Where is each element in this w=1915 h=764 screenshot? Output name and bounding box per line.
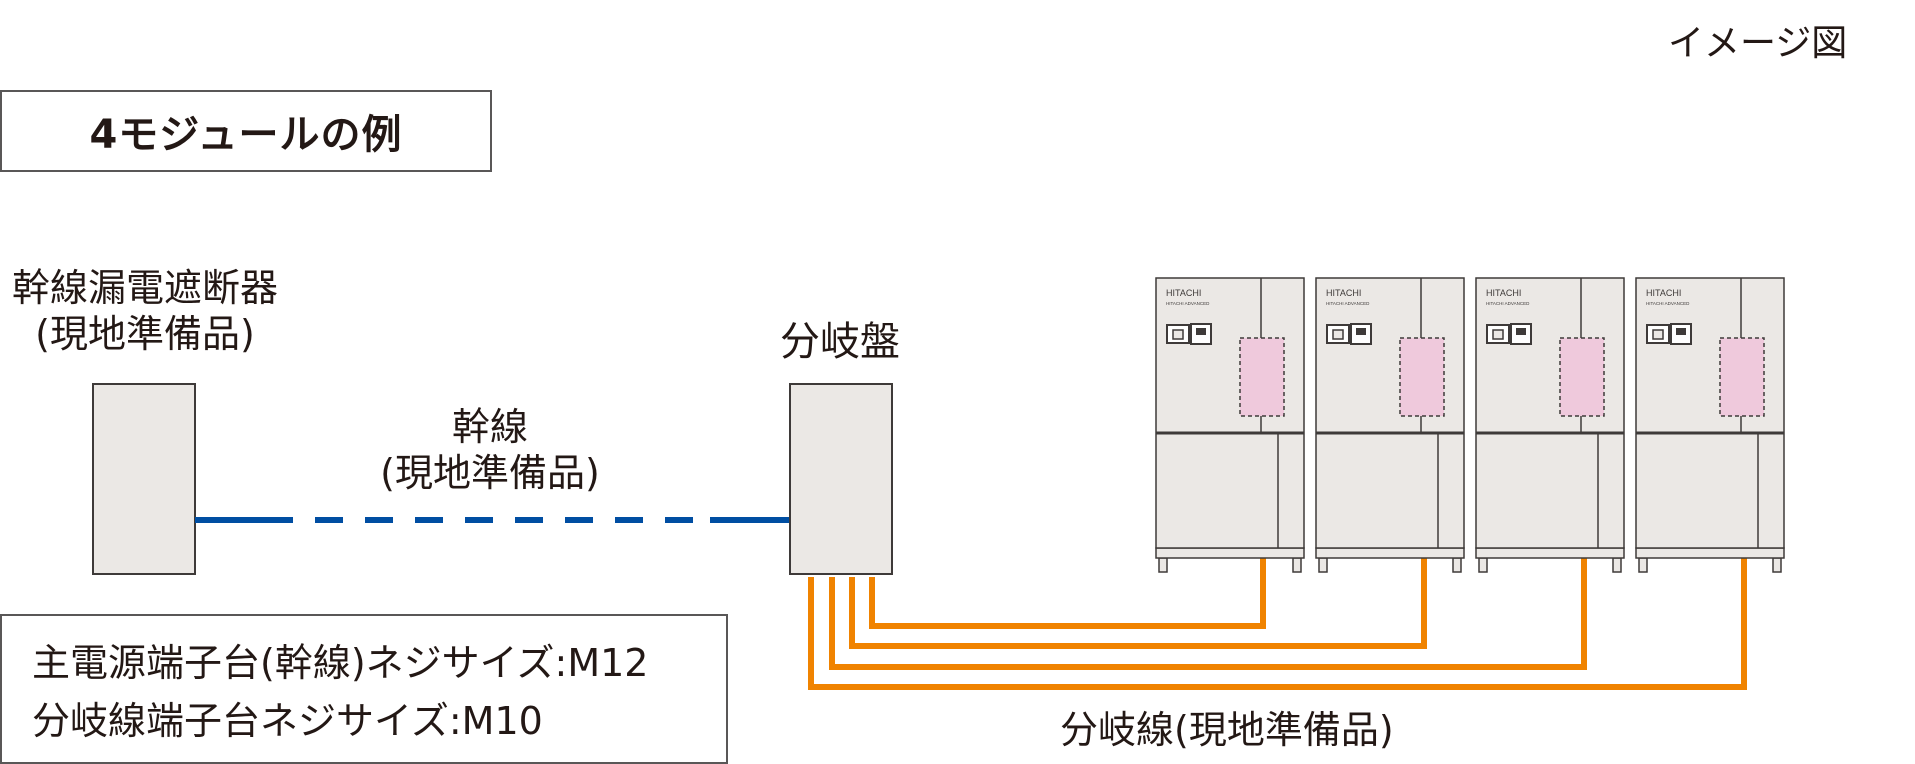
branch-line-label: 分岐線(現地準備品) — [1060, 708, 1394, 752]
module-sub-brand-text: HITACHI ADVANCED — [1326, 301, 1370, 306]
trunk-line-label: 幹線 (現地準備品) — [350, 405, 630, 496]
module-base — [1475, 547, 1625, 559]
module-sub-brand-text: HITACHI ADVANCED — [1646, 301, 1690, 306]
main-breaker-box — [92, 383, 196, 575]
module-base — [1155, 547, 1305, 559]
module-base — [1635, 547, 1785, 559]
main-breaker-label-line2: (現地準備品) — [35, 311, 255, 356]
distribution-panel-box — [789, 383, 893, 575]
trunk-line-label-line2: (現地準備品) — [380, 450, 600, 495]
module-display-inner — [1652, 329, 1664, 340]
module-control-switch-knob — [1196, 328, 1206, 335]
module-display-inner — [1492, 329, 1504, 340]
module-1: HITACHI HITACHI ADVANCED — [1155, 277, 1305, 573]
module-3: HITACHI HITACHI ADVANCED — [1475, 277, 1625, 573]
module-foot-left — [1638, 557, 1648, 573]
page-title: 4モジュールの例 — [89, 112, 403, 158]
module-terminal-block — [1559, 337, 1605, 417]
module-foot-left — [1478, 557, 1488, 573]
spec-box: 主電源端子台(幹線)ネジサイズ:M12 分岐線端子台ネジサイズ:M10 — [0, 614, 728, 764]
module-2: HITACHI HITACHI ADVANCED — [1315, 277, 1465, 573]
module-foot-right — [1772, 557, 1782, 573]
image-caption: イメージ図 — [1668, 23, 1848, 64]
module-terminal-block — [1399, 337, 1445, 417]
module-brand-text: HITACHI — [1646, 288, 1681, 298]
module-brand-text: HITACHI — [1326, 288, 1361, 298]
main-breaker-label-line1: 幹線漏電遮断器 — [11, 266, 278, 310]
module-foot-right — [1452, 557, 1462, 573]
module-foot-left — [1318, 557, 1328, 573]
module-control-switch-knob — [1676, 328, 1686, 335]
module-sub-brand-text: HITACHI ADVANCED — [1166, 301, 1210, 306]
spec-line-branch: 分岐線端子台ネジサイズ:M10 — [32, 699, 543, 743]
module-display-inner — [1172, 329, 1184, 340]
module-display-inner — [1332, 329, 1344, 340]
module-terminal-block — [1719, 337, 1765, 417]
module-control-switch-knob — [1516, 328, 1526, 335]
module-foot-right — [1292, 557, 1302, 573]
module-brand-text: HITACHI — [1486, 288, 1521, 298]
module-4: HITACHI HITACHI ADVANCED — [1635, 277, 1785, 573]
module-sub-brand-text: HITACHI ADVANCED — [1486, 301, 1530, 306]
module-base — [1315, 547, 1465, 559]
module-group: HITACHI HITACHI ADVANCED HITACHI HITACHI AD… — [1155, 277, 1785, 573]
title-box: 4モジュールの例 — [0, 90, 492, 172]
module-brand-text: HITACHI — [1166, 288, 1201, 298]
trunk-line-label-line1: 幹線 — [451, 405, 528, 449]
module-foot-right — [1612, 557, 1622, 573]
spec-line-main: 主電源端子台(幹線)ネジサイズ:M12 — [32, 641, 649, 685]
module-terminal-block — [1239, 337, 1285, 417]
module-foot-left — [1158, 557, 1168, 573]
distribution-panel-label: 分岐盤 — [780, 319, 900, 365]
main-breaker-label: 幹線漏電遮断器 (現地準備品) — [0, 266, 290, 357]
module-control-switch-knob — [1356, 328, 1366, 335]
